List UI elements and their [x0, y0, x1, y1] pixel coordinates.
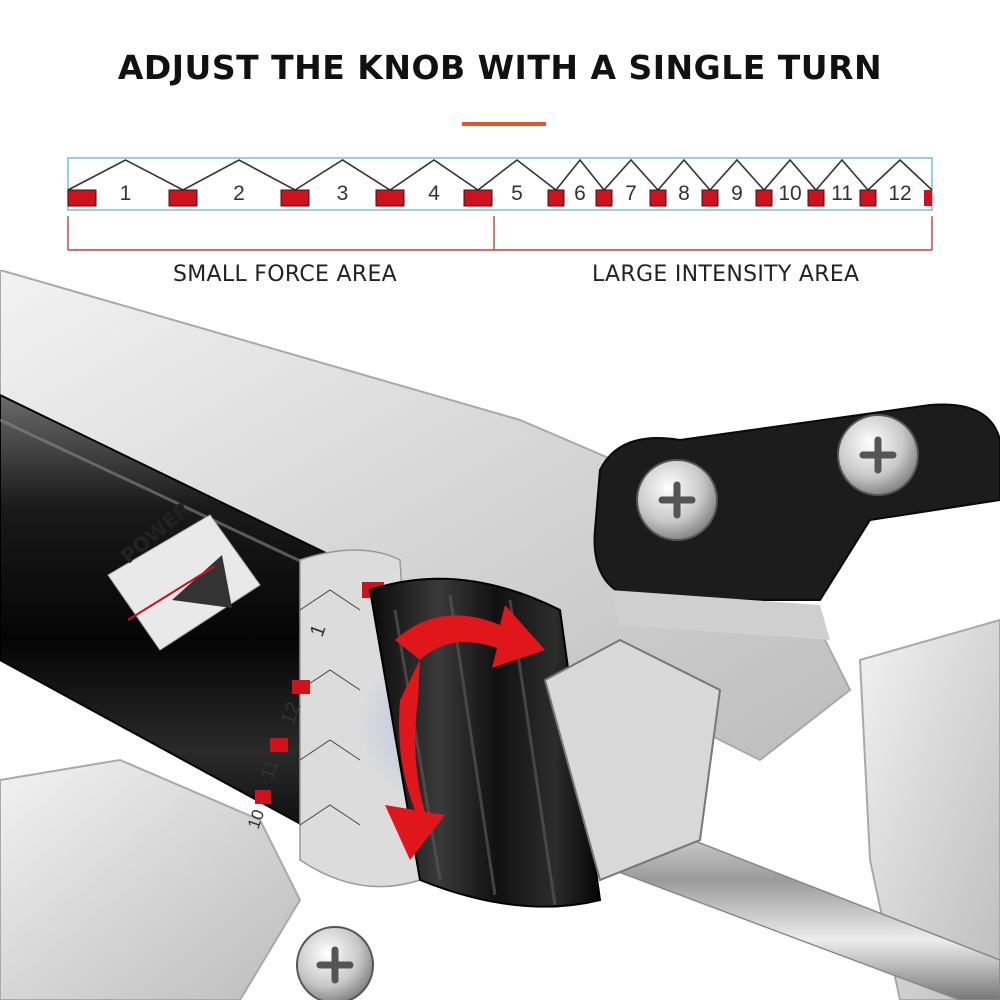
scale-level-number: 12	[888, 182, 911, 205]
scale-level-number: 1	[120, 182, 132, 205]
scale-level-number: 3	[337, 182, 349, 205]
scale-marker	[375, 189, 405, 207]
scale-level-number: 11	[831, 182, 853, 205]
scale-marker	[859, 189, 877, 207]
scale-marker	[924, 190, 932, 206]
scale-marker	[649, 189, 667, 207]
rotate-arrow-icon	[385, 605, 545, 860]
gripper-product-image: 1 12 11 10	[0, 270, 1000, 1000]
screw-icon	[636, 459, 718, 541]
page-title: ADJUST THE KNOB WITH A SINGLE TURN	[117, 48, 883, 87]
screw-icon	[837, 414, 919, 496]
scale-marker	[168, 189, 198, 207]
scale-level-number: 10	[778, 182, 801, 205]
frame-plate-bottom	[0, 758, 302, 1000]
scale-marker	[67, 189, 97, 207]
scale-marker	[701, 189, 719, 207]
dial-marker	[292, 680, 310, 694]
scale-marker	[463, 189, 493, 207]
power-label-plate	[107, 514, 261, 651]
small-force-area-label: SMALL FORCE AREA	[173, 262, 398, 287]
scale-marker	[280, 189, 310, 207]
knob-collar	[543, 638, 722, 882]
scale-level-number: 2	[233, 182, 245, 205]
large-intensity-area-label: LARGE INTENSITY AREA	[592, 262, 860, 287]
area-brackets	[67, 216, 933, 251]
dial-marker	[270, 738, 288, 752]
scale-marker	[755, 189, 773, 207]
scale-level-number: 4	[428, 182, 440, 205]
scale-level-number: 5	[511, 182, 523, 205]
scale-level-number: 8	[678, 182, 690, 205]
scale-frame	[67, 157, 933, 211]
scale-roofline	[67, 158, 933, 192]
scale-marker	[595, 189, 613, 207]
scale-level-number: 7	[625, 182, 637, 205]
power-arrow-icon	[172, 555, 232, 608]
scale-marker	[547, 189, 565, 207]
scale-level-number: 9	[731, 182, 743, 205]
scale-marker	[807, 189, 825, 207]
frame-plate-right	[858, 618, 1000, 1000]
link-arm-edge	[610, 590, 830, 640]
screw-icon	[296, 926, 374, 1000]
scale-markers	[67, 189, 932, 207]
dial-marker	[255, 790, 271, 804]
scale-level-number: 6	[574, 182, 586, 205]
title-accent-line	[462, 122, 546, 126]
